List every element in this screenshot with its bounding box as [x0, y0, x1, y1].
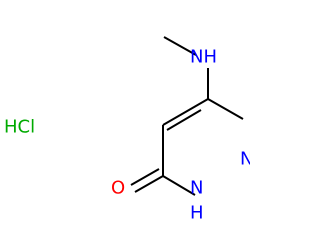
- bond-c5-c4: [162, 98, 209, 126]
- bond-c3-o: [134, 175, 164, 193]
- structure-canvas: NH N N H O HCl: [4, 36, 250, 224]
- atom-n-ring: N: [240, 149, 250, 170]
- salt-label: HCl: [4, 117, 35, 138]
- bond-methyl-nh: [163, 36, 197, 56]
- atom-n-ring-h: N: [190, 178, 203, 199]
- bond-c5-c6: [207, 98, 244, 120]
- bond-c5-c4-inner: [166, 109, 202, 131]
- bond-c3-n2: [162, 175, 196, 196]
- atom-nh: NH: [190, 47, 217, 68]
- atom-h: H: [190, 203, 204, 224]
- bond-c3-o-second: [130, 168, 160, 186]
- bonds: [130, 36, 244, 196]
- atom-o: O: [111, 178, 125, 199]
- molecule-drawing: NH N N H O HCl: [4, 36, 250, 224]
- atom-labels: NH N N H O HCl: [4, 47, 250, 224]
